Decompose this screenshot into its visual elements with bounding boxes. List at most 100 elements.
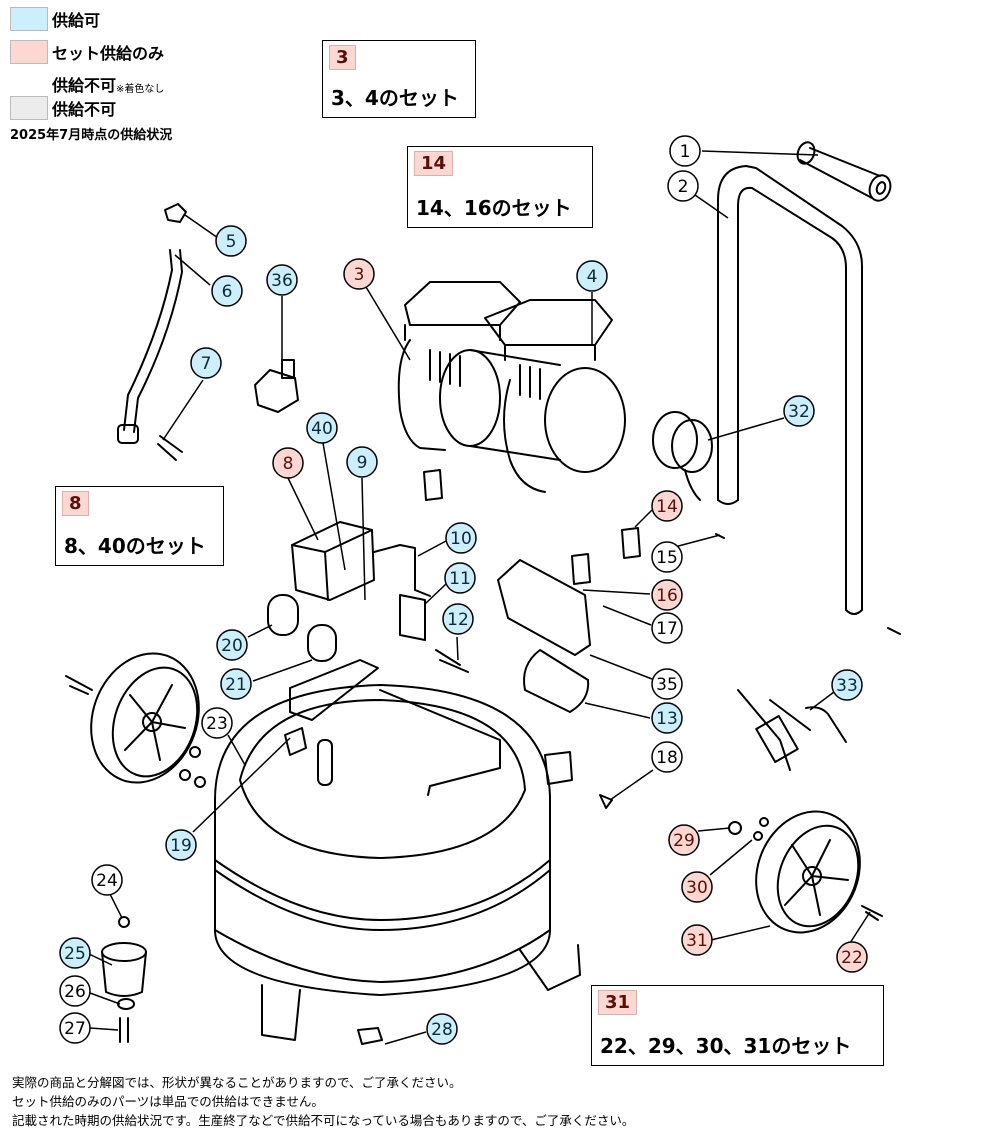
part-number-label: 5 xyxy=(226,232,237,252)
part-callout-11: 11 xyxy=(444,562,476,594)
legend-label: セット供給のみ xyxy=(52,44,165,63)
part-callout-2: 2 xyxy=(667,170,699,202)
part-callout-circle xyxy=(445,522,477,554)
part-number-label: 35 xyxy=(656,675,678,695)
legend-note: ※着色なし xyxy=(116,83,165,95)
supply-status-date: 2025年7月時点の供給状況 xyxy=(10,128,173,143)
set-box-8: 8 8、40のセット xyxy=(55,486,224,566)
part-number-label: 18 xyxy=(656,748,678,768)
legend-label: 供給不可 xyxy=(52,76,117,95)
leader-line-20 xyxy=(247,624,273,638)
part-callout-circle xyxy=(681,871,713,903)
part-callout-33: 33 xyxy=(831,669,863,701)
part-callout-circle xyxy=(306,412,338,444)
part-callout-36: 36 xyxy=(266,264,298,296)
legend-label: 供給可 xyxy=(52,11,101,30)
part-number-label: 29 xyxy=(673,831,695,851)
leader-line-7 xyxy=(162,379,204,441)
part-number-label: 15 xyxy=(656,548,678,568)
part-number-label: 12 xyxy=(447,610,469,630)
part-number-label: 2 xyxy=(678,177,689,197)
legend-swatch-unavailable xyxy=(10,96,48,120)
legend-swatch-available xyxy=(10,7,48,31)
part-number-label: 20 xyxy=(221,636,243,656)
legend-item-unavailable-gray: 供給不可 xyxy=(10,96,116,120)
part-callout-19: 19 xyxy=(165,829,197,861)
part-number-label: 19 xyxy=(170,836,192,856)
legend-label: 供給不可 xyxy=(52,100,117,119)
leader-line-8 xyxy=(287,477,319,541)
legend-item-set-only: セット供給のみ xyxy=(10,40,164,64)
leader-line-28 xyxy=(384,1031,427,1045)
part-callout-circle xyxy=(576,260,608,292)
part-callout-circle xyxy=(215,225,247,257)
set-description: 14、16のセット xyxy=(416,196,572,220)
part-callout-14: 14 xyxy=(651,490,683,522)
part-callout-circle xyxy=(201,707,233,739)
part-number-label: 27 xyxy=(64,1019,86,1039)
footer-notes: 実際の商品と分解図では、形状が異なることがありますので、ご了承ください。 セット… xyxy=(12,1073,634,1130)
part-callout-22: 22 xyxy=(836,941,868,973)
leader-line-25 xyxy=(88,953,113,966)
part-number-label: 9 xyxy=(357,453,368,473)
leader-lines xyxy=(88,150,871,1045)
part-number-label: 36 xyxy=(271,271,293,291)
part-callout-35: 35 xyxy=(651,668,683,700)
set-description: 8、40のセット xyxy=(64,534,206,558)
part-callout-circle xyxy=(59,1012,91,1044)
part-callout-circle xyxy=(651,490,683,522)
leader-line-11 xyxy=(424,583,447,605)
leader-line-12 xyxy=(456,636,459,661)
part-callout-10: 10 xyxy=(445,522,477,554)
part-callout-circle xyxy=(651,741,683,773)
part-callout-circle xyxy=(783,395,815,427)
part-callout-3: 3 xyxy=(343,258,375,290)
leader-line-2 xyxy=(694,194,729,219)
set-id-badge: 14 xyxy=(414,151,454,176)
leader-line-17 xyxy=(602,605,652,626)
part-number-label: 25 xyxy=(64,944,86,964)
part-callout-circle xyxy=(216,629,248,661)
part-callout-circle xyxy=(442,603,474,635)
leader-line-24 xyxy=(109,893,123,919)
part-callout-circle xyxy=(165,829,197,861)
leader-line-16 xyxy=(582,589,651,595)
part-callout-8: 8 xyxy=(272,447,304,479)
leader-line-1 xyxy=(701,150,819,156)
part-callout-circle xyxy=(266,264,298,296)
part-number-label: 28 xyxy=(431,1020,453,1040)
part-callout-circle xyxy=(444,562,476,594)
part-callout-6: 6 xyxy=(211,275,243,307)
leader-line-30 xyxy=(709,839,753,876)
part-callout-circle xyxy=(651,702,683,734)
part-callout-circle xyxy=(831,669,863,701)
part-callout-30: 30 xyxy=(681,871,713,903)
leader-line-27 xyxy=(89,1027,119,1031)
tank-drawing xyxy=(214,659,581,1045)
footer-note: 実際の商品と分解図では、形状が異なることがありますので、ご了承ください。 xyxy=(12,1075,462,1090)
part-callout-circle xyxy=(59,937,91,969)
part-callout-circle xyxy=(343,258,375,290)
leader-line-13 xyxy=(584,702,651,719)
part-callout-circle xyxy=(59,975,91,1007)
part-callout-40: 40 xyxy=(306,412,338,444)
part-number-label: 17 xyxy=(656,619,678,639)
part-callout-circle xyxy=(272,447,304,479)
part-callout-12: 12 xyxy=(442,603,474,635)
leader-line-14 xyxy=(634,509,653,528)
part-callout-1: 1 xyxy=(669,135,701,167)
part-number-label: 33 xyxy=(836,676,858,696)
part-callout-circle xyxy=(651,579,683,611)
part-number-label: 30 xyxy=(686,878,708,898)
leader-line-29 xyxy=(697,827,731,832)
part-callout-29: 29 xyxy=(668,824,700,856)
set-description: 22、29、30、31のセット xyxy=(600,1034,852,1058)
set-id-badge: 8 xyxy=(62,491,89,516)
part-callout-circle xyxy=(190,347,222,379)
part-number-label: 26 xyxy=(64,982,86,1002)
footer-note: 記載された時期の供給状況です。生産終了などで供給不可になっている場合もありますの… xyxy=(12,1113,635,1128)
part-callout-circle xyxy=(651,668,683,700)
part-number-label: 24 xyxy=(96,871,118,891)
